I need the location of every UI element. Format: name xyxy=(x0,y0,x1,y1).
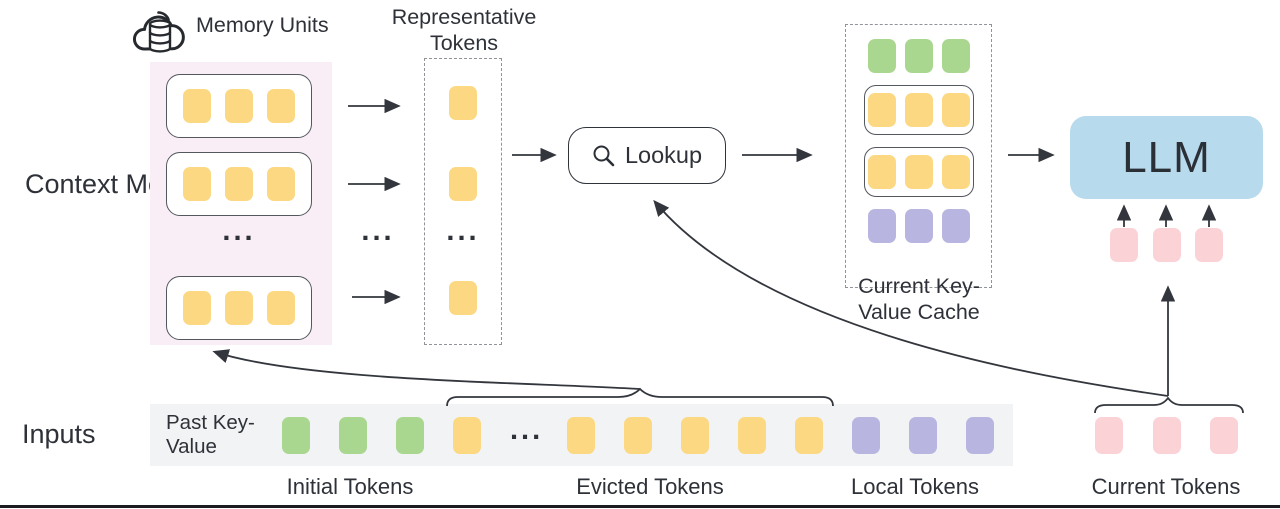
yellow-token xyxy=(867,155,896,189)
yellow-token xyxy=(867,93,896,127)
representative-tokens-label: Representative Tokens xyxy=(391,5,537,55)
kv-local-tokens-row xyxy=(867,209,970,243)
yellow-token xyxy=(904,93,933,127)
representative-tokens-box xyxy=(424,58,502,345)
yellow-token xyxy=(267,89,295,123)
kv-initial-tokens-row xyxy=(867,39,970,73)
kv-memory-unit-row xyxy=(863,147,974,197)
representative-token-slot xyxy=(449,167,477,201)
green-token xyxy=(904,39,933,73)
past-key-value-label: Past Key-Value xyxy=(166,411,255,458)
memory-ellipsis: ... xyxy=(222,215,256,247)
lookup-button: Lookup xyxy=(568,127,726,184)
past-key-value-tokens: ... xyxy=(282,413,994,454)
initial-tokens-label: Initial Tokens xyxy=(286,474,414,499)
evicted-tokens-label: Evicted Tokens xyxy=(576,474,724,499)
current-kv-cache-box xyxy=(845,24,992,288)
representative-token-slot xyxy=(449,86,477,120)
memory-unit-row xyxy=(166,152,312,216)
yellow-token xyxy=(624,417,652,454)
yellow-token xyxy=(795,417,823,454)
memory-units-cloud-database-icon xyxy=(132,11,185,53)
purple-token xyxy=(852,417,880,454)
memory-units-label: Memory Units xyxy=(196,13,329,37)
llm-label: LLM xyxy=(1122,132,1211,182)
purple-token xyxy=(941,209,970,243)
yellow-token xyxy=(183,89,211,123)
yellow-token xyxy=(183,167,211,201)
pink-token xyxy=(1152,228,1181,262)
current-kv-cache-label: Current Key-Value Cache xyxy=(858,274,980,324)
pink-token xyxy=(1095,417,1123,454)
representative-token-slot xyxy=(449,281,477,315)
memory-unit-row xyxy=(166,276,312,340)
yellow-token xyxy=(449,86,477,120)
yellow-token xyxy=(225,89,253,123)
green-token xyxy=(339,417,367,454)
purple-token xyxy=(966,417,994,454)
inputs-label: Inputs xyxy=(22,419,96,449)
yellow-token xyxy=(681,417,709,454)
purple-token xyxy=(867,209,896,243)
search-icon xyxy=(593,145,615,166)
yellow-token xyxy=(225,167,253,201)
yellow-token xyxy=(904,155,933,189)
lookup-label: Lookup xyxy=(624,142,703,168)
current-tokens-group xyxy=(1095,417,1238,454)
green-token xyxy=(396,417,424,454)
yellow-token xyxy=(267,167,295,201)
llm-input-tokens xyxy=(1110,228,1223,262)
yellow-token xyxy=(941,93,970,127)
pink-token xyxy=(1195,228,1223,262)
llm-box: LLM xyxy=(1070,116,1263,199)
figure-bottom-rule xyxy=(0,505,1280,508)
yellow-token xyxy=(941,155,970,189)
current-tokens-label: Current Tokens xyxy=(1091,474,1241,499)
arrow-evicted-to-memory xyxy=(212,349,641,390)
kv-memory-unit-row xyxy=(863,85,974,135)
green-token xyxy=(941,39,970,73)
pink-token xyxy=(1152,417,1181,454)
purple-token xyxy=(904,209,933,243)
green-token xyxy=(867,39,896,73)
yellow-token xyxy=(738,417,766,454)
past-key-value-strip: Past Key-Value ... xyxy=(150,404,1013,466)
ellipsis: ... xyxy=(510,413,544,446)
purple-token xyxy=(909,417,937,454)
local-tokens-label: Local Tokens xyxy=(850,474,979,499)
memory-unit-row xyxy=(166,74,312,138)
yellow-token xyxy=(567,417,595,454)
yellow-token xyxy=(225,291,253,325)
yellow-token xyxy=(449,167,477,201)
pink-token xyxy=(1110,228,1138,262)
yellow-token xyxy=(267,291,295,325)
between-ellipsis: ... xyxy=(361,215,395,247)
pink-token xyxy=(1210,417,1238,454)
yellow-token xyxy=(449,281,477,315)
green-token xyxy=(282,417,310,454)
representative-ellipsis: ... xyxy=(446,215,480,247)
yellow-token xyxy=(183,291,211,325)
yellow-token xyxy=(453,417,481,454)
current-tokens-brace xyxy=(1094,396,1244,414)
